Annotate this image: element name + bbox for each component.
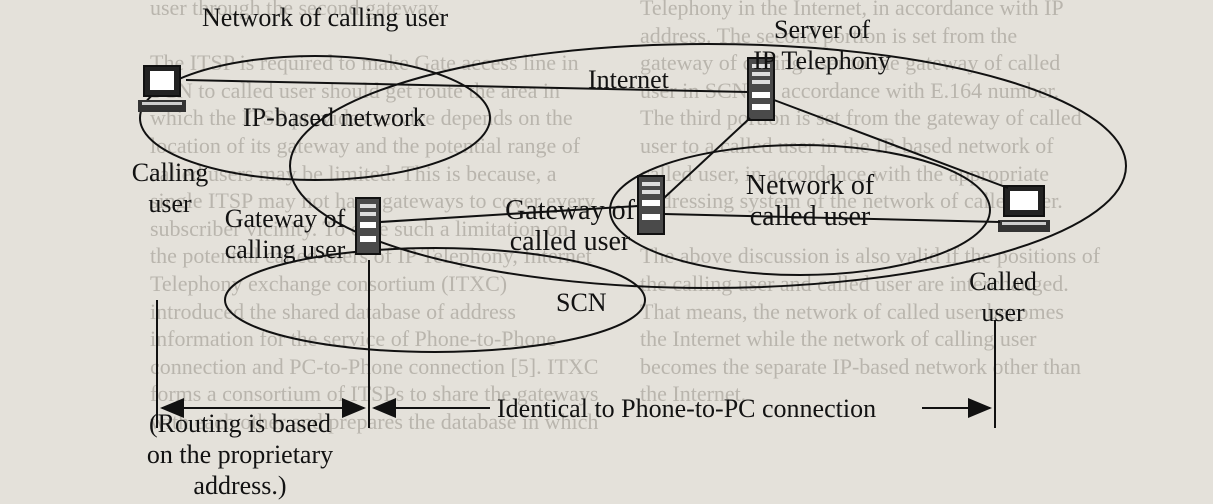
background-text-line: the Internet while the network of callin… (640, 326, 1037, 352)
label-ip-based-network: IP-based network (243, 103, 426, 132)
label-scn: SCN (556, 288, 607, 317)
background-text-line: The third portion is set from the gatewa… (640, 105, 1082, 131)
background-text-line: user to a called user in the IP-based ne… (640, 132, 1054, 158)
background-text-line: Telephony in the Internet, in accordance… (640, 0, 1064, 20)
label-calling-user: Calling user (120, 157, 220, 219)
label-called-user-line2: user (981, 298, 1025, 327)
background-text-line: which the ITSP provides service depends … (150, 105, 573, 131)
ip-based-network-ellipse (139, 55, 491, 181)
gateway-icon-called-user (637, 175, 665, 235)
label-gateway-called-line1: Gateway of (505, 195, 635, 226)
label-gateway-calling-user: Gateway of calling user (210, 203, 360, 265)
label-identical-connection: Identical to Phone-to-PC connection (497, 394, 877, 423)
label-server-ip-telephony: Server of IP Telephony (702, 14, 942, 76)
label-internet: Internet (588, 65, 669, 94)
server-icon (747, 57, 775, 121)
computer-icon-called-user (998, 185, 1050, 232)
internet-cloud (289, 43, 1127, 289)
background-text-line: addressing system of the network of call… (640, 188, 1063, 214)
label-called-user-line1: Called (969, 267, 1037, 296)
label-routing-note: (Routing is based on the proprietary add… (120, 408, 360, 501)
background-text-line: the calling user and called user are int… (640, 270, 1069, 296)
computer-icon-calling-user (138, 65, 186, 112)
background-text-line: location of its gateway and the potentia… (150, 132, 581, 158)
link-gateway-calling-to-gateway-called (379, 205, 639, 223)
background-text-line: user through the second gateway. (150, 0, 443, 20)
background-text-line: That means, the network of called user b… (640, 298, 1064, 324)
background-text-left: user through the second gateway. The ITS… (150, 0, 640, 436)
label-network-called-line2: called user (749, 201, 871, 232)
label-routing-line3: address.) (193, 471, 287, 500)
label-gateway-called-user: Gateway of called user (490, 195, 650, 257)
background-text-line: information for the service of Phone-to-… (150, 326, 557, 352)
gateway-icon-calling-user (355, 197, 381, 255)
link-calling-user-to-server (185, 79, 749, 93)
link-server-to-called-user (773, 99, 1009, 189)
background-text-line: the Internet. (640, 381, 747, 407)
label-network-called-user: Network of called user (730, 170, 890, 232)
background-text-line: The ITSP is required to make Gate access… (150, 50, 579, 76)
background-text-line: becomes the separate IP-based network ot… (640, 353, 1082, 379)
background-text-line: called user, in accordance with the appr… (640, 160, 1049, 186)
background-text-line: The above discussion is also valid if th… (640, 243, 1101, 269)
label-server-line2: IP Telephony (753, 46, 891, 75)
network-called-user-ellipse (609, 144, 991, 276)
scn-ellipse (224, 247, 646, 353)
label-server-line1: Server of (773, 15, 870, 44)
label-called-user: Called user (948, 266, 1058, 328)
label-routing-line1: (Routing is based (149, 409, 331, 438)
background-text-line: Telephony exchange consortium (ITXC) (150, 270, 508, 296)
background-text-line: SCN to called user should get route the … (150, 77, 560, 103)
label-network-calling-user: Network of calling user (202, 3, 449, 32)
background-text-line: gateway of calling user to the gateway o… (640, 50, 1061, 76)
link-gateway-called-to-called-user (663, 213, 1001, 223)
background-text-right: Telephony in the Internet, in accordance… (640, 0, 1200, 408)
label-gateway-called-line2: called user (509, 226, 631, 257)
label-gateway-calling-line1: Gateway of (224, 204, 346, 233)
label-calling-user-line1: Calling (131, 158, 209, 187)
background-text-line: called users may be limited. This is bec… (150, 160, 557, 186)
background-text-line: introduced the shared database of addres… (150, 298, 516, 324)
background-text-line: connection and PC-to-Phone connection [5… (150, 353, 599, 379)
link-server-to-gateway-called (663, 117, 751, 199)
label-network-called-line1: Network of (745, 170, 875, 201)
label-calling-user-line2: user (148, 189, 192, 218)
label-routing-line2: on the proprietary (146, 440, 334, 469)
label-gateway-calling-line2: calling user (224, 235, 346, 264)
